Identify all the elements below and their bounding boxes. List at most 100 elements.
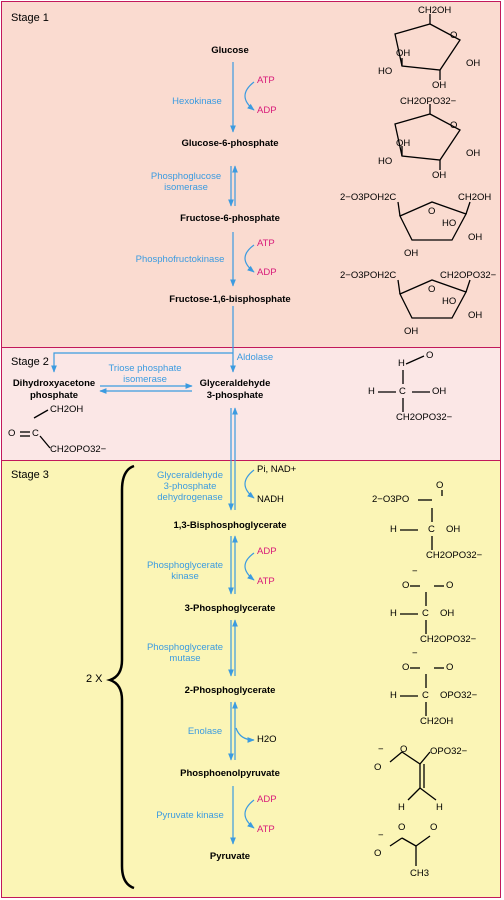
f6p-ho: HO [442, 218, 457, 229]
f6p-ring [399, 201, 467, 241]
g6p-oh-bottom: OH [432, 170, 447, 181]
pyr-o1: O [398, 822, 406, 833]
g6p-substituent: CH2OPO32− [400, 96, 457, 107]
pg3-c: C [422, 608, 429, 619]
pg3-h: H [390, 608, 397, 619]
metabolite-f16bp: Fructose-1,6-bisphosphate [169, 294, 291, 305]
metabolite-dhap-line2: phosphate [29, 390, 79, 401]
curve-gapdh [244, 469, 255, 499]
metabolite-13bpg: 1,3-Bisphosphoglycerate [173, 520, 287, 531]
f16bp-o: O [428, 284, 436, 295]
pep-minus: − [378, 744, 384, 755]
pyr-minus: − [378, 830, 384, 841]
pg2-opo: OPO32− [440, 690, 478, 701]
pg2-minus: − [412, 648, 418, 659]
enzyme-pgm-line1: Phosphoglycerate [146, 642, 224, 653]
cofactor-pi-nad: Pi, NAD+ [257, 464, 297, 475]
dhap-top: CH2OH [50, 404, 84, 415]
brace-2x [106, 464, 135, 890]
gap-substituent: CH2OPO32− [396, 412, 453, 423]
dhap-c: C [32, 428, 39, 439]
pg2-h: H [390, 690, 397, 701]
gap-h1: H [398, 358, 405, 369]
f6p-oh-right: OH [468, 232, 483, 243]
cofactor-adp-1: ADP [257, 105, 277, 116]
pep-opo: OPO32− [430, 746, 468, 757]
cofactor-atp-3: ATP [257, 576, 275, 587]
g6p-ring [394, 113, 461, 161]
glucose-ho: HO [378, 66, 393, 77]
bpg13-c: C [428, 524, 435, 535]
f16bp-oh-bottom: OH [404, 326, 419, 337]
cofactor-h2o: H2O [257, 734, 277, 745]
f6p-o: O [428, 206, 436, 217]
enzyme-pyruvate-kinase: Pyruvate kinase [156, 810, 224, 821]
f6p-right: CH2OH [458, 192, 492, 203]
bpg13-oh: OH [446, 524, 461, 535]
stage-1-panel: Stage 1 [1, 1, 501, 348]
curve-hexokinase [244, 81, 255, 111]
dhap-o: O [8, 428, 16, 439]
cofactor-adp-4: ADP [257, 794, 277, 805]
glucose-ch2oh: CH2OH [418, 5, 452, 16]
metabolite-glucose: Glucose [211, 45, 249, 56]
glucose-oh-right: OH [466, 58, 481, 69]
curve-enolase [235, 727, 255, 743]
f16bp-ho: HO [442, 296, 457, 307]
gap-oh: OH [432, 386, 447, 397]
arrow-aldolase-dhap [51, 352, 233, 373]
metabolite-gap-line2: 3-phosphate [206, 390, 264, 401]
g6p-o: O [450, 120, 458, 131]
enzyme-tpi-line2: isomerase [123, 374, 167, 385]
f16bp-oh-right: OH [468, 310, 483, 321]
metabolite-g6p: Glucose-6-phosphate [181, 138, 279, 149]
cofactor-atp-4: ATP [257, 824, 275, 835]
enzyme-hexokinase: Hexokinase [172, 96, 222, 107]
metabolite-gap-line1: Glyceraldehyde [199, 378, 271, 389]
metabolite-pep: Phosphoenolpyruvate [180, 768, 280, 779]
enzyme-gapdh-line2: 3-phosphate [163, 481, 217, 492]
pg3-oh: OH [440, 608, 455, 619]
f6p-oh-bottom: OH [404, 248, 419, 259]
enzyme-enolase: Enolase [187, 726, 223, 737]
pep-h2: H [436, 802, 443, 813]
enzyme-pgi-line2: isomerase [164, 182, 208, 193]
cofactor-nadh: NADH [257, 494, 284, 505]
g6p-ho: HO [378, 156, 393, 167]
bpg13-substituent: CH2OPO32− [426, 550, 483, 561]
g6p-oh-upper: OH [396, 138, 411, 149]
enzyme-pgk-line2: kinase [171, 571, 199, 582]
gap-h2: H [368, 386, 375, 397]
bpg13-h: H [390, 524, 397, 535]
enzyme-aldolase: Aldolase [236, 352, 274, 363]
pep-h1: H [398, 802, 405, 813]
glucose-oh-upper: OH [396, 48, 411, 59]
f16bp-ring [399, 279, 467, 319]
f16bp-left: 2−O3POH2C [340, 270, 397, 281]
enzyme-pgk-line1: Phosphoglycerate [146, 560, 224, 571]
pg3-o2: O [446, 580, 454, 591]
pg2-substituent: CH2OH [420, 716, 454, 727]
pg2-c: C [422, 690, 429, 701]
bpg13-p: 2−O3PO [372, 494, 410, 505]
enzyme-gapdh-line1: Glyceraldehyde [156, 470, 223, 481]
pg2-o2: O [446, 662, 454, 673]
enzyme-pgi-line1: Phosphoglucose [150, 171, 222, 182]
glucose-ring [394, 23, 461, 71]
pg3-substituent: CH2OPO32− [420, 634, 477, 645]
metabolite-3pg: 3-Phosphoglycerate [184, 603, 276, 614]
curve-pfk [244, 244, 255, 273]
pep-o2: O [374, 762, 382, 773]
pg3-minus: − [412, 566, 418, 577]
pg3-o1: O [402, 580, 410, 591]
bpg13-o: O [436, 480, 444, 491]
stage-2-panel: Stage 2 [1, 347, 501, 461]
enzyme-gapdh-line3: dehydrogenase [157, 492, 223, 503]
gap-c: C [399, 386, 406, 397]
f16bp-right: CH2OPO32− [440, 270, 497, 281]
multiplier-2x: 2 X [86, 673, 103, 685]
metabolite-dhap-line1: Dihydroxyacetone [12, 378, 96, 389]
g6p-oh-right: OH [466, 148, 481, 159]
stage-2-label: Stage 2 [11, 356, 49, 368]
